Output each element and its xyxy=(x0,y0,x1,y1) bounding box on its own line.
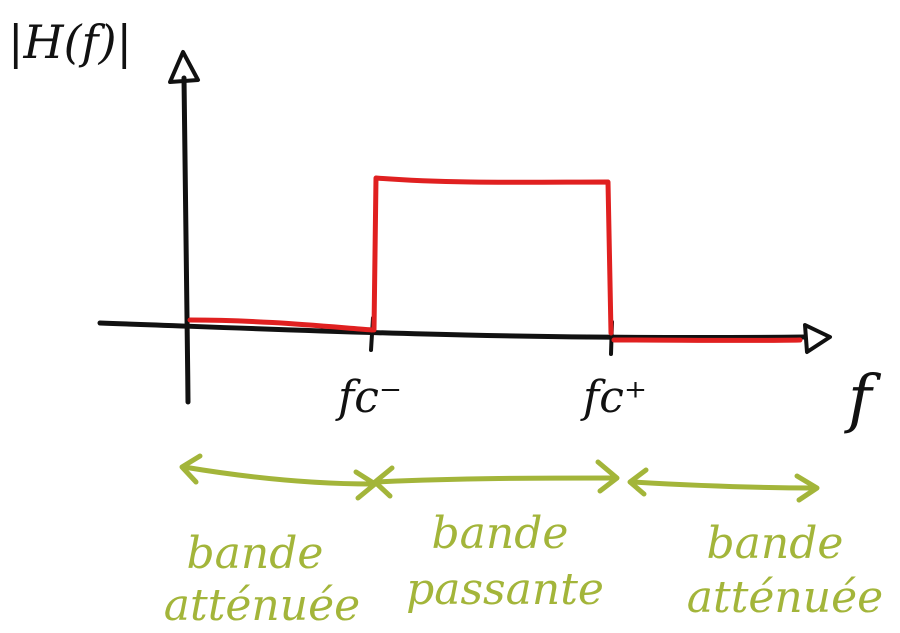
band-3-line2: atténuée xyxy=(687,572,883,623)
fc-high-label: fc⁺ xyxy=(580,372,647,423)
band-3-line1: bande xyxy=(707,518,844,569)
band-arrow-pass xyxy=(372,459,620,499)
band-arrow-stop-high xyxy=(627,467,820,503)
band-2-line1: bande xyxy=(432,508,569,559)
y-axis-label: |H(f)| xyxy=(8,15,132,69)
band-1-line1: bande xyxy=(187,528,324,579)
band-2-line2: passante xyxy=(406,564,604,615)
response-stopband-low xyxy=(187,317,375,333)
y-axis xyxy=(181,75,191,405)
fc-low-label: fc⁻ xyxy=(335,372,402,423)
x-axis-arrowhead xyxy=(803,323,832,354)
response-passband xyxy=(371,175,614,336)
x-axis xyxy=(97,320,808,341)
band-arrow-stop-low xyxy=(179,453,378,501)
x-axis-label: f xyxy=(844,362,882,436)
y-axis-arrowhead xyxy=(168,50,200,84)
band-1-line2: atténuée xyxy=(164,580,360,631)
